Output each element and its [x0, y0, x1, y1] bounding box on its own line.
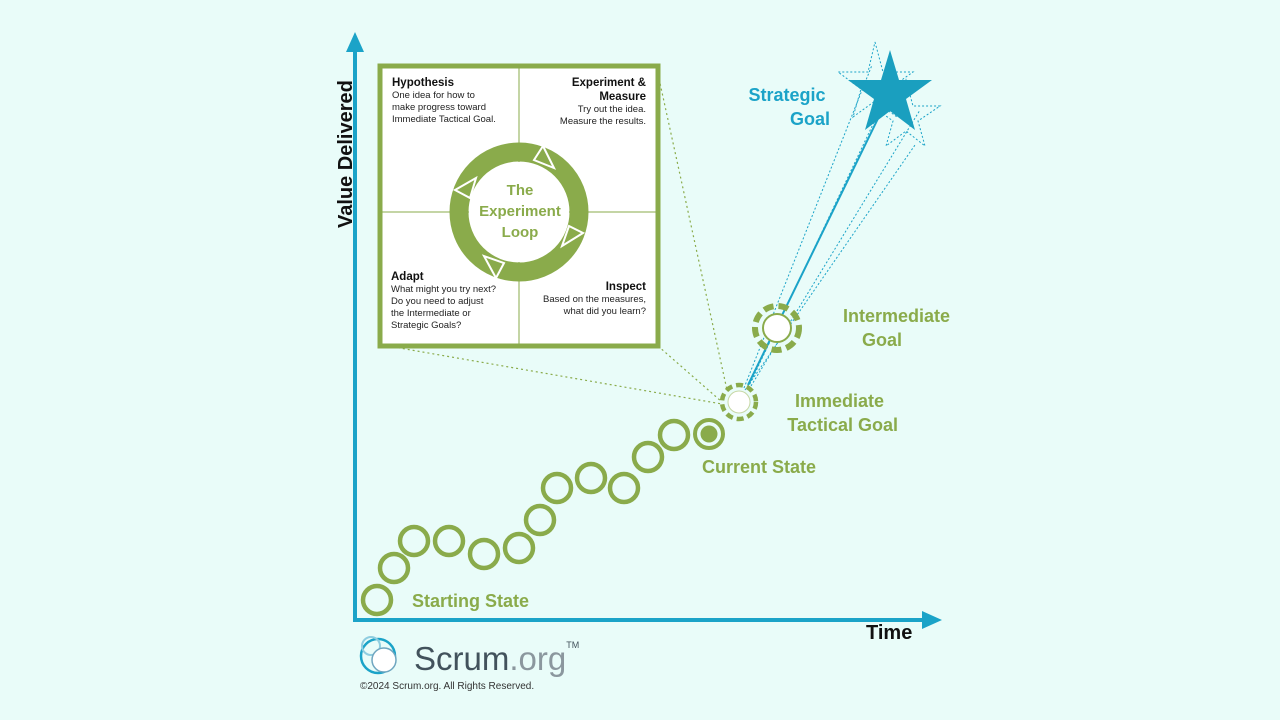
experiment-line: Try out the idea.: [577, 104, 646, 115]
intermediate-goal-marker: [752, 303, 802, 353]
loop-title-line: Experiment: [479, 203, 561, 220]
inspect-title: Inspect: [605, 281, 646, 293]
intermediate-goal-center: [762, 313, 792, 343]
intermediate-goal-label: Intermediate Goal: [810, 304, 950, 352]
starting-state-label: Starting State: [412, 591, 530, 611]
x-axis-arrow-icon: [922, 611, 942, 629]
immediate-goal-marker: [719, 382, 759, 422]
hypothesis-line: make progress toward: [392, 102, 486, 113]
adapt-line: the Intermediate or: [391, 308, 471, 319]
scrum-logo-text: Scrum.orgTM: [414, 640, 579, 678]
intermediate-goal-line-2: Goal: [861, 330, 902, 350]
adapt-section: Adapt What might you try next? Do you ne…: [391, 270, 516, 332]
experiment-loop-box: [377, 63, 661, 349]
strategic-goal-line-2: Goal: [790, 109, 831, 129]
adapt-line: Do you need to adjust: [391, 296, 484, 307]
logo-suffix: .org: [509, 640, 567, 677]
hypothesis-title: Hypothesis: [392, 77, 454, 89]
strategic-goal-line-1: Strategic: [748, 85, 826, 105]
experiment-section: Experiment & Measure Try out the idea. M…: [524, 76, 646, 128]
progress-circles: [360, 418, 691, 617]
experiment-loop-title: The Experiment Loop: [465, 180, 575, 243]
inspect-section: Inspect Based on the measures, what did …: [522, 280, 646, 318]
hypothesis-line: One idea for how to: [392, 90, 475, 101]
adapt-title: Adapt: [391, 271, 424, 283]
loop-title-line: Loop: [501, 224, 539, 241]
star-icon: [848, 50, 932, 130]
logo-tm: TM: [566, 640, 580, 650]
intermediate-goal-line-1: Intermediate: [842, 306, 950, 326]
adapt-line: What might you try next?: [391, 284, 497, 295]
immediate-goal-label: Immediate Tactical Goal: [764, 389, 898, 437]
logo-main: Scrum: [414, 640, 510, 677]
y-axis-arrow-icon: [346, 32, 364, 52]
immediate-goal-line-2: Tactical Goal: [787, 415, 898, 435]
axes: [346, 32, 942, 629]
hypothesis-line: Immediate Tactical Goal.: [392, 114, 496, 125]
hypothesis-section: Hypothesis One idea for how to make prog…: [392, 76, 517, 126]
copyright: ©2024 Scrum.org. All Rights Reserved.: [360, 681, 535, 692]
current-state-label: Current State: [702, 457, 817, 477]
experiment-line: Measure the results.: [559, 116, 646, 127]
immediate-goal-center: [727, 390, 751, 414]
strategic-goal-label: Strategic Goal: [740, 83, 834, 131]
loop-title-line: The: [506, 182, 534, 199]
adapt-line: Strategic Goals?: [391, 320, 462, 331]
scrum-logo-icon: [359, 636, 397, 675]
current-state-marker: [693, 418, 725, 450]
zoom-lines: [387, 73, 728, 405]
experiment-title-line-2: Measure: [599, 91, 646, 103]
inspect-line: what did you learn?: [563, 306, 646, 317]
y-axis-label: Value Delivered: [335, 80, 357, 228]
x-axis-label: Time: [866, 622, 913, 644]
inspect-line: Based on the measures,: [543, 294, 646, 305]
experiment-title-line-1: Experiment &: [571, 77, 646, 89]
cycle-arrows-icon: [449, 142, 589, 282]
current-state-dot: [700, 425, 718, 443]
immediate-goal-line-1: Immediate: [794, 391, 884, 411]
